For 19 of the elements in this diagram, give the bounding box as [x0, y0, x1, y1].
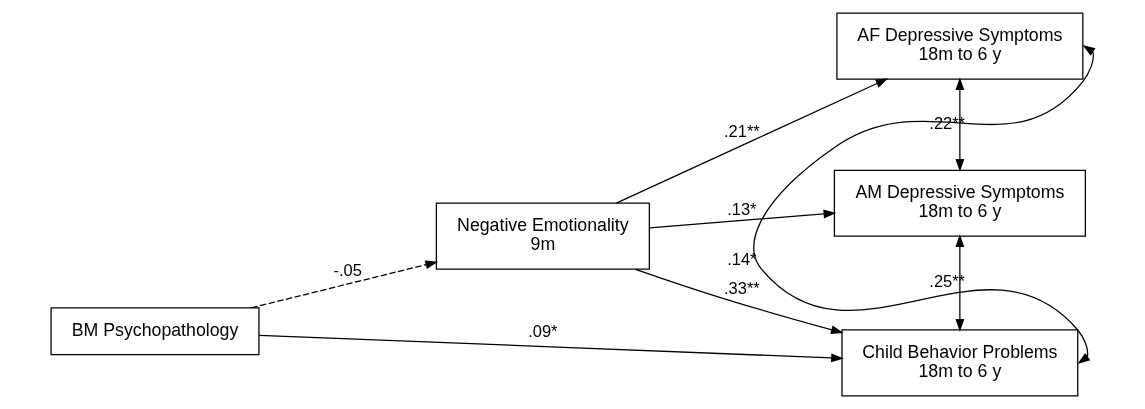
- arrow: [753, 45, 1096, 365]
- node-box: AM Depressive Symptoms 18m to 6 y: [833, 169, 1086, 237]
- node-box: AF Depressive Symptoms 18m to 6 y: [836, 12, 1084, 80]
- arrow: [955, 77, 965, 172]
- edge-label: .14*: [727, 249, 757, 268]
- node-box: Child Behavior Problems 18m to 6 y: [841, 329, 1079, 397]
- edge-label: .13*: [727, 200, 757, 219]
- edge-label: .33**: [724, 278, 760, 297]
- arrow: [649, 209, 837, 229]
- edge-label: .21**: [724, 121, 760, 140]
- arrow: [258, 334, 844, 363]
- arrow: [634, 268, 844, 335]
- arrow: [250, 260, 439, 309]
- arrow: [955, 234, 965, 332]
- edge-label: -.05: [333, 260, 362, 279]
- edge-label: .09*: [528, 321, 558, 340]
- node-box: Negative Emotionality 9m: [435, 202, 650, 270]
- node-box: BM Psychopathology: [50, 307, 260, 356]
- arrow: [615, 78, 889, 204]
